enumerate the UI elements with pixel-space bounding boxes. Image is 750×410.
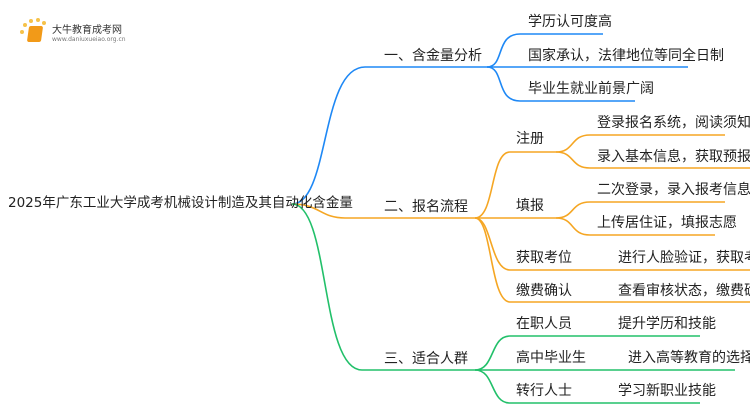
root-topic[interactable]: 2025年广东工业大学成考机械设计制造及其自动化含金量: [8, 195, 353, 211]
branch-target-groups[interactable]: 三、适合人群: [384, 351, 468, 367]
branch-registration[interactable]: 二、报名流程: [384, 199, 468, 215]
leaf-node[interactable]: 进行人脸验证，获取考位: [618, 250, 750, 266]
leaf-node[interactable]: 查看审核状态，缴费确认: [618, 283, 750, 299]
logo-name: 大牛教育成考网: [52, 25, 122, 36]
leaf-node[interactable]: 登录报名系统，阅读须知: [597, 115, 750, 131]
leaf-node[interactable]: 录入基本信息，获取预报名号: [597, 149, 750, 165]
node-high-school-grad[interactable]: 高中毕业生: [516, 350, 586, 366]
node-fill-in[interactable]: 填报: [516, 198, 544, 214]
node-register[interactable]: 注册: [516, 131, 544, 147]
logo: 大牛教育成考网 www.daniuxueiao.org.cn: [18, 18, 138, 48]
logo-url: www.daniuxueiao.org.cn: [52, 36, 126, 43]
leaf-node[interactable]: 进入高等教育的选择: [628, 350, 750, 366]
node-payment[interactable]: 缴费确认: [516, 283, 572, 299]
leaf-node[interactable]: 毕业生就业前景广阔: [528, 81, 654, 97]
node-get-seat[interactable]: 获取考位: [516, 250, 572, 266]
leaf-node[interactable]: 学历认可度高: [528, 14, 612, 30]
leaf-node[interactable]: 国家承认，法律地位等同全日制: [528, 48, 724, 64]
branch-lines-orange: [291, 134, 750, 303]
node-career-changer[interactable]: 转行人士: [516, 383, 572, 399]
node-employed[interactable]: 在职人员: [516, 316, 572, 332]
leaf-node[interactable]: 上传居住证，填报志愿: [597, 215, 737, 231]
leaf-node[interactable]: 二次登录，录入报考信息: [597, 182, 750, 198]
leaf-node[interactable]: 提升学历和技能: [618, 316, 716, 332]
leaf-node[interactable]: 学习新职业技能: [618, 383, 716, 399]
branch-content-value[interactable]: 一、含金量分析: [384, 48, 482, 64]
branch-lines-blue: [291, 33, 688, 205]
branch-lines-green: [291, 203, 735, 404]
